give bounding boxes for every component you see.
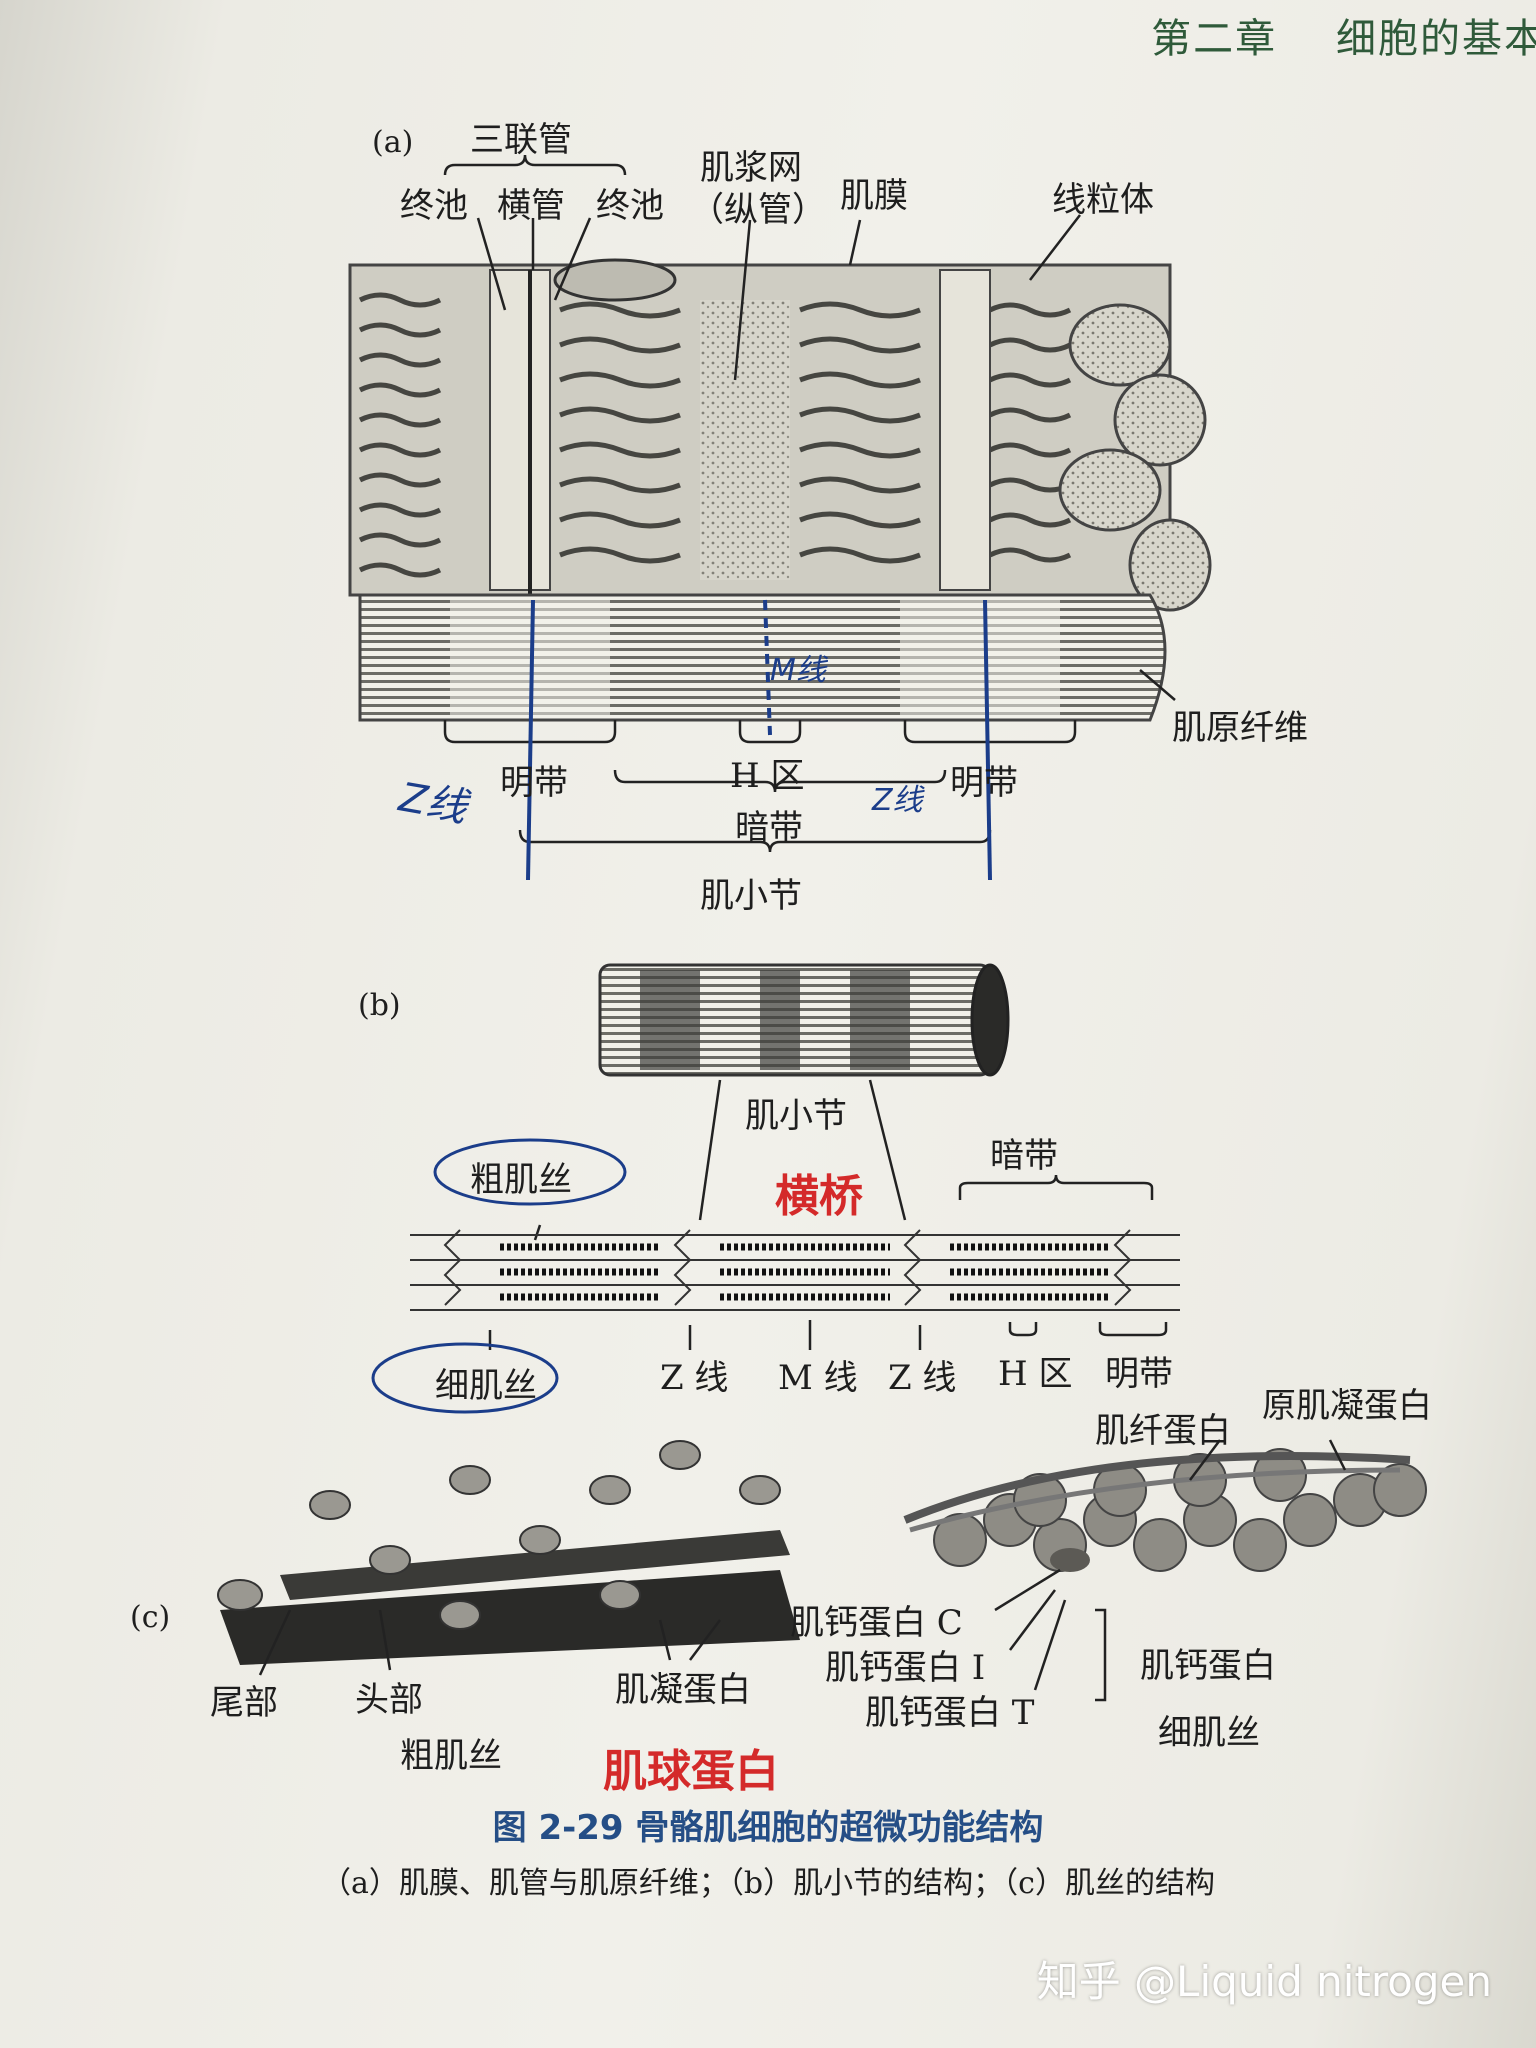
handwritten-myosin-globulin: 肌球蛋白 — [603, 1746, 779, 1797]
panel-c-tag: (c) — [130, 1600, 171, 1635]
myosin-label: 肌凝蛋白 — [615, 1670, 751, 1710]
thick-filament-b-label: 粗肌丝 — [470, 1160, 572, 1200]
myofibril-label: 肌原纤维 — [1172, 708, 1308, 748]
i-band-right-label: 明带 — [950, 763, 1018, 803]
panel-c-left-leaders — [258, 1609, 721, 1676]
handwritten-m-line: M线 — [770, 653, 826, 688]
tropomyosin-label: 原肌凝蛋白 — [1262, 1386, 1432, 1426]
thin-filament-b-label: 细肌丝 — [435, 1366, 537, 1406]
thick-filament-illustration — [217, 1440, 800, 1665]
terminal-cisterna-left-label: 终池 — [400, 186, 468, 226]
panel-a-leaders — [443, 154, 1176, 853]
watermark: 知乎 @Liquid nitrogen — [1036, 1957, 1492, 2006]
thin-filament-c-label: 细肌丝 — [1158, 1713, 1260, 1753]
troponin-t-label: 肌钙蛋白 T — [865, 1693, 1035, 1733]
h-zone-label: H 区 — [730, 756, 805, 796]
i-band-left-label: 明带 — [500, 763, 568, 803]
troponin-c-label: 肌钙蛋白 C — [790, 1603, 963, 1643]
triad-label: 三联管 — [470, 120, 572, 160]
chapter-header: 第二章 细胞的基本 — [1151, 16, 1536, 62]
m-line-label: M 线 — [778, 1358, 858, 1398]
panel-b-leaders — [488, 1079, 1168, 1350]
z-line-1-label: Z 线 — [660, 1358, 729, 1398]
z-line-2-label: Z 线 — [888, 1358, 957, 1398]
actin-label: 肌纤蛋白 — [1095, 1411, 1231, 1451]
a-band-label: 暗带 — [735, 808, 803, 848]
blue-z-line-marks — [526, 599, 992, 881]
mitochondria-label: 线粒体 — [1052, 180, 1154, 220]
handwritten-z-line-left: Z线 — [395, 774, 471, 832]
panel-c-right-leaders — [994, 1439, 1347, 1702]
tail-label: 尾部 — [210, 1683, 278, 1723]
myofibril-cylinder — [598, 963, 1010, 1077]
troponin-i-label: 肌钙蛋白 I — [825, 1648, 986, 1688]
h-zone-b-label: H 区 — [998, 1354, 1073, 1394]
longitudinal-tubule-label: （纵管） — [690, 190, 826, 230]
i-band-b-label: 明带 — [1105, 1354, 1173, 1394]
sarcomere-filament-diagram — [410, 1229, 1180, 1311]
figure-caption-title: 图 2-29 骨骼肌细胞的超微功能结构 — [492, 1808, 1044, 1848]
panel-a-tag: (a) — [372, 125, 414, 160]
sarcoplasmic-reticulum-label: 肌浆网 — [700, 148, 802, 188]
sarcomere-label: 肌小节 — [700, 876, 802, 916]
blue-circle-marks — [371, 1138, 627, 1414]
head-label: 头部 — [355, 1680, 423, 1720]
sarcomere-b-label: 肌小节 — [745, 1096, 847, 1136]
terminal-cisterna-right-label: 终池 — [596, 186, 664, 226]
muscle-fiber-block — [348, 258, 1212, 722]
figure-caption-subtitle: （a）肌膜、肌管与肌原纤维；（b）肌小节的结构；（c）肌丝的结构 — [321, 1866, 1215, 1901]
handwritten-z-line-right: Z线 — [872, 783, 923, 818]
thin-filament-illustration — [903, 1448, 1427, 1572]
t-tubule-label: 横管 — [497, 186, 565, 226]
handwritten-cross-bridge: 横桥 — [775, 1171, 863, 1222]
panel-b-tag: (b) — [358, 988, 401, 1023]
troponin-label: 肌钙蛋白 — [1140, 1646, 1276, 1686]
a-band-b-label: 暗带 — [990, 1136, 1058, 1176]
thick-filament-c-label: 粗肌丝 — [400, 1736, 502, 1776]
sarcolemma-label: 肌膜 — [840, 176, 908, 216]
